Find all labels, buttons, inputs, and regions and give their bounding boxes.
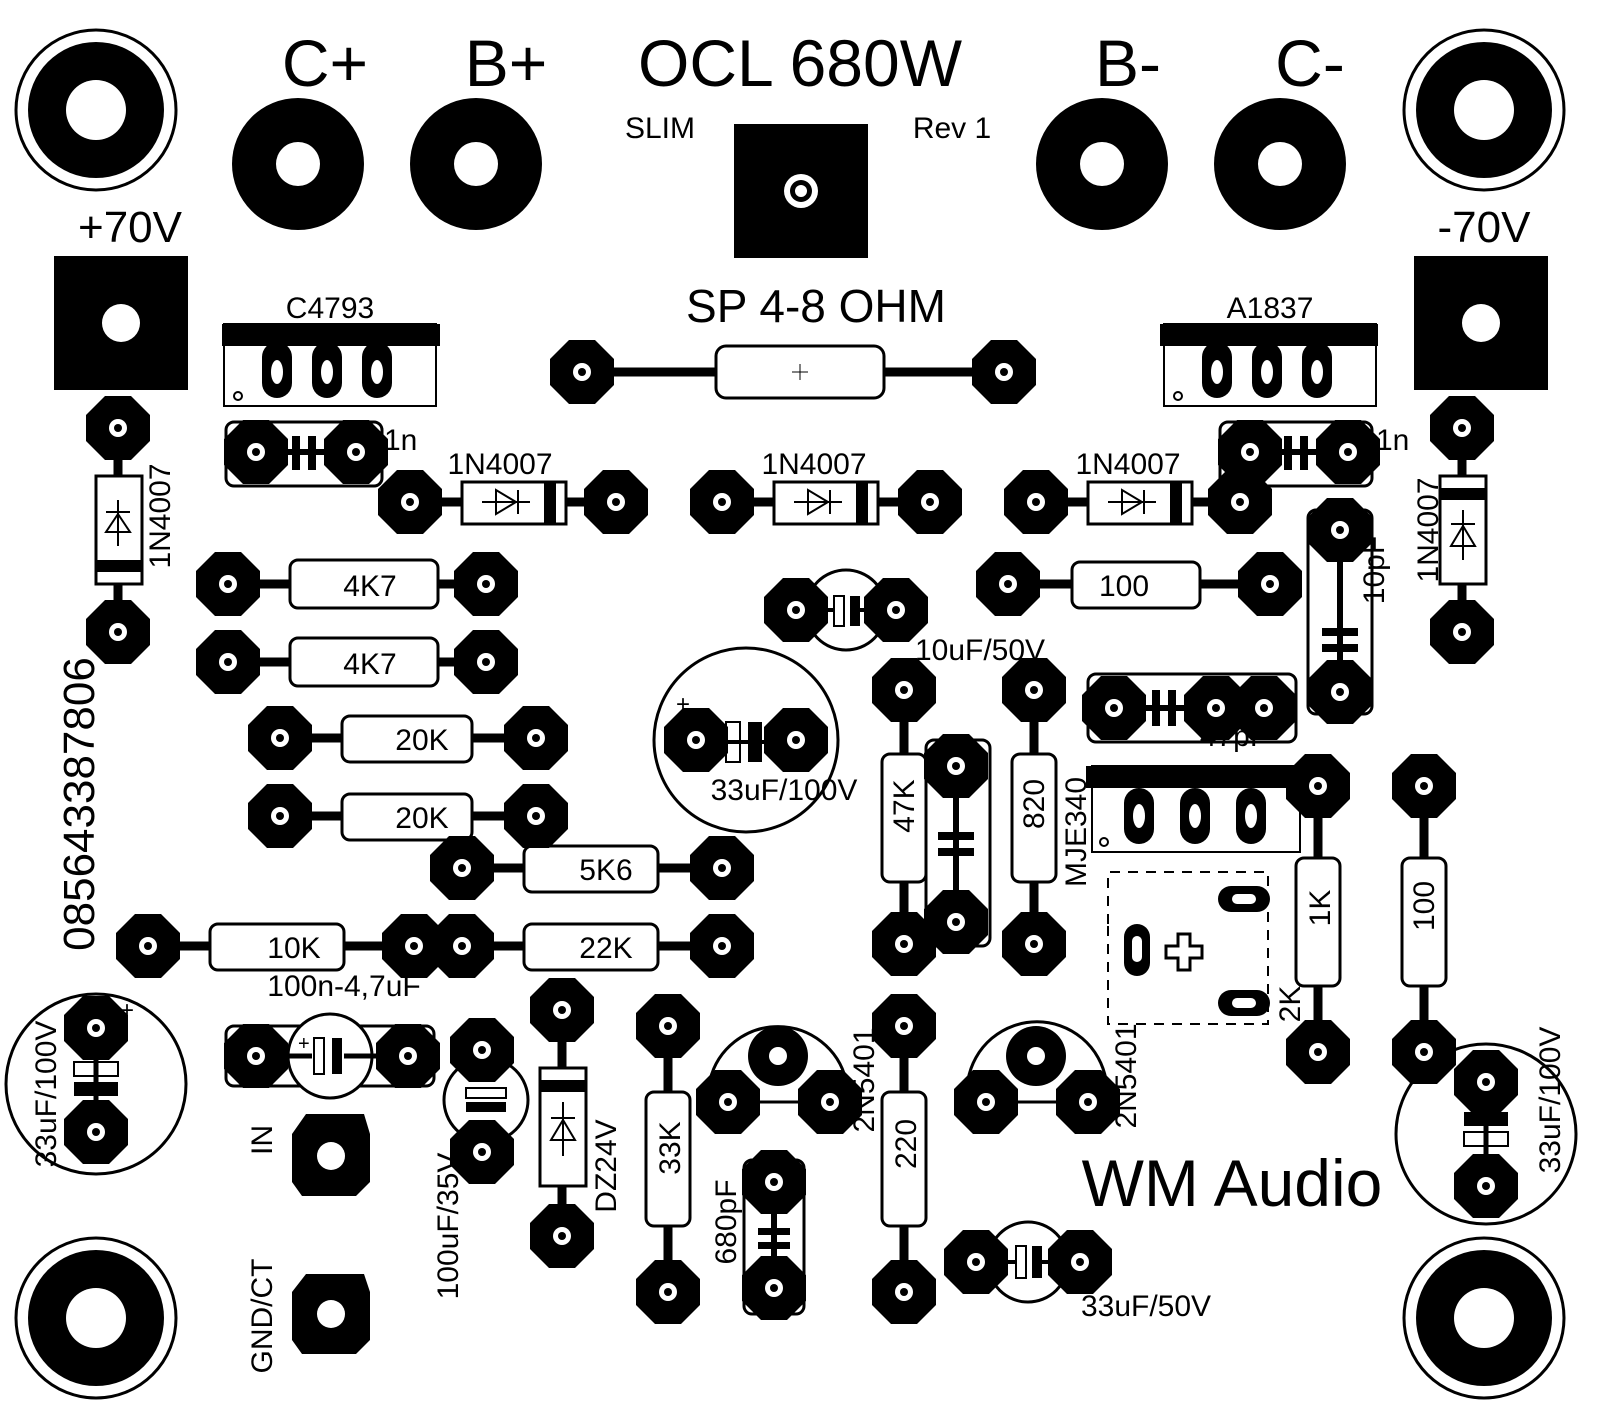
resistor-22k: [522, 922, 660, 972]
label-1n-left: 1n: [384, 424, 417, 457]
brand-name: WM Audio: [1082, 1146, 1383, 1220]
label-4k7-a: 4K7: [343, 570, 396, 603]
label-47k: 47K: [888, 779, 921, 832]
resistor-4k7-a: [288, 558, 440, 610]
label-47pf: 47pF: [1200, 720, 1268, 753]
label-c-minus: C-: [1275, 26, 1345, 100]
label-diode-row-2: 1N4007: [761, 448, 866, 481]
pad-ground: [292, 1274, 370, 1354]
capacitor-33uf-100v-right: [1394, 1042, 1578, 1226]
polarity-mark: +: [818, 588, 829, 608]
trimmer-2k: [1107, 871, 1270, 1025]
label-33uf-50v: 33uF/50V: [1081, 1290, 1211, 1323]
label-2n5401-b: 2N5401: [1110, 1023, 1143, 1128]
label-input: IN: [246, 1125, 279, 1155]
label-b-minus: B-: [1095, 26, 1161, 100]
label-ground: GND/CT: [246, 1259, 279, 1374]
label-22k: 22K: [579, 932, 632, 965]
label-680pf: 680pF: [710, 1179, 743, 1264]
label-20k-a: 20K: [395, 724, 448, 757]
label-100-right: 100: [1408, 881, 1441, 931]
mounting-hole-bottom-left: [14, 1236, 178, 1400]
terminal-neg-supply: [1414, 256, 1548, 390]
label-10uf: 10uF/50V: [915, 634, 1045, 667]
diode-1n4007-right: [1438, 474, 1488, 586]
label-neg-supply: -70V: [1438, 203, 1532, 252]
resistor-1k: [1294, 856, 1342, 988]
terminal-c-minus: [1214, 98, 1346, 230]
mounting-hole-top-left: [14, 28, 178, 192]
resistor-5k6: [522, 844, 660, 894]
mounting-hole-bottom-right: [1402, 1236, 1566, 1400]
label-20k-b: 20K: [395, 802, 448, 835]
mounting-hole-top-right: [1402, 28, 1566, 192]
label-diode-left: 1N4007: [144, 463, 177, 568]
label-a1837: A1837: [1227, 292, 1314, 325]
label-pos-supply: +70V: [78, 203, 183, 252]
label-100-top: 100: [1099, 570, 1149, 603]
board-revision: Rev 1: [913, 112, 991, 145]
resistor-33k: [644, 1090, 692, 1228]
label-5k6: 5K6: [579, 854, 632, 887]
label-33uf-center: 33uF/100V: [711, 774, 858, 807]
label-trimmer: 2K: [1274, 986, 1307, 1023]
resistor-820: [1010, 752, 1058, 884]
label-100uf: 100uF/35V: [432, 1153, 465, 1300]
label-mje340: MJE340: [1060, 777, 1093, 887]
label-diode-right: 1N4007: [1412, 477, 1445, 582]
label-diode-row-3: 1N4007: [1075, 448, 1180, 481]
label-10k: 10K: [267, 932, 320, 965]
terminal-pos-supply: [54, 256, 188, 390]
polarity-mark: +: [298, 1033, 310, 1055]
resistor-10k: [208, 922, 346, 972]
resistor-4k7-b: [288, 636, 440, 688]
label-zener: DZ24V: [590, 1119, 623, 1212]
label-input-cap: 100n-4,7uF: [267, 970, 420, 1003]
pad-input: [292, 1114, 370, 1196]
label-4k7-b: 4K7: [343, 648, 396, 681]
diode-1n4007-row-3: [1086, 480, 1194, 526]
polarity-mark: +: [120, 997, 134, 1024]
transistor-a1837: [1160, 323, 1378, 407]
label-diode-row-1: 1N4007: [447, 448, 552, 481]
diode-1n4007-left: [94, 474, 144, 586]
polarity-mark: +: [1466, 1189, 1480, 1216]
board-title: OCL 680W: [638, 26, 963, 100]
zener-diode-dz24v: [538, 1066, 588, 1188]
speaker-output-link: [714, 344, 886, 400]
transistor-c4793: [222, 323, 440, 407]
resistor-100-right: [1400, 856, 1448, 988]
capacitor-33uf-100v-center: [652, 646, 840, 834]
resistor-20k-a: [340, 714, 474, 764]
resistor-100-top: [1070, 560, 1202, 610]
label-33uf-right: 33uF/100V: [1534, 1027, 1567, 1174]
label-33k: 33K: [654, 1121, 687, 1174]
label-10pf: 10pF: [1358, 536, 1391, 604]
transistor-mje340: [1086, 765, 1304, 853]
label-820: 820: [1018, 779, 1051, 829]
terminal-b-plus: [410, 98, 542, 230]
resistor-20k-b: [340, 792, 474, 842]
label-1n-right: 1n: [1376, 424, 1409, 457]
resistor-220: [880, 1090, 928, 1228]
label-b-plus: B+: [465, 26, 548, 100]
terminal-c-plus: [232, 98, 364, 230]
polarity-mark: +: [676, 691, 690, 718]
label-33uf-left: 33uF/100V: [30, 1021, 63, 1168]
diode-1n4007-row-1: [460, 480, 568, 526]
label-220: 220: [890, 1119, 923, 1169]
terminal-b-minus: [1036, 98, 1168, 230]
board-subtitle-slim: SLIM: [625, 112, 695, 145]
designer-phone: 085643387806: [55, 657, 104, 951]
label-1k: 1K: [1304, 890, 1337, 927]
label-c4793: C4793: [286, 292, 374, 325]
terminal-speaker-square: [734, 124, 868, 258]
label-2n5401-a: 2N5401: [848, 1027, 881, 1132]
diode-1n4007-row-2: [772, 480, 880, 526]
label-speaker: SP 4-8 OHM: [686, 280, 946, 332]
label-c-plus: C+: [282, 26, 368, 100]
silkscreen-labels: OCL 680W SLIM Rev 1 C+ B+ B- C- +70V -70…: [30, 26, 1567, 1374]
